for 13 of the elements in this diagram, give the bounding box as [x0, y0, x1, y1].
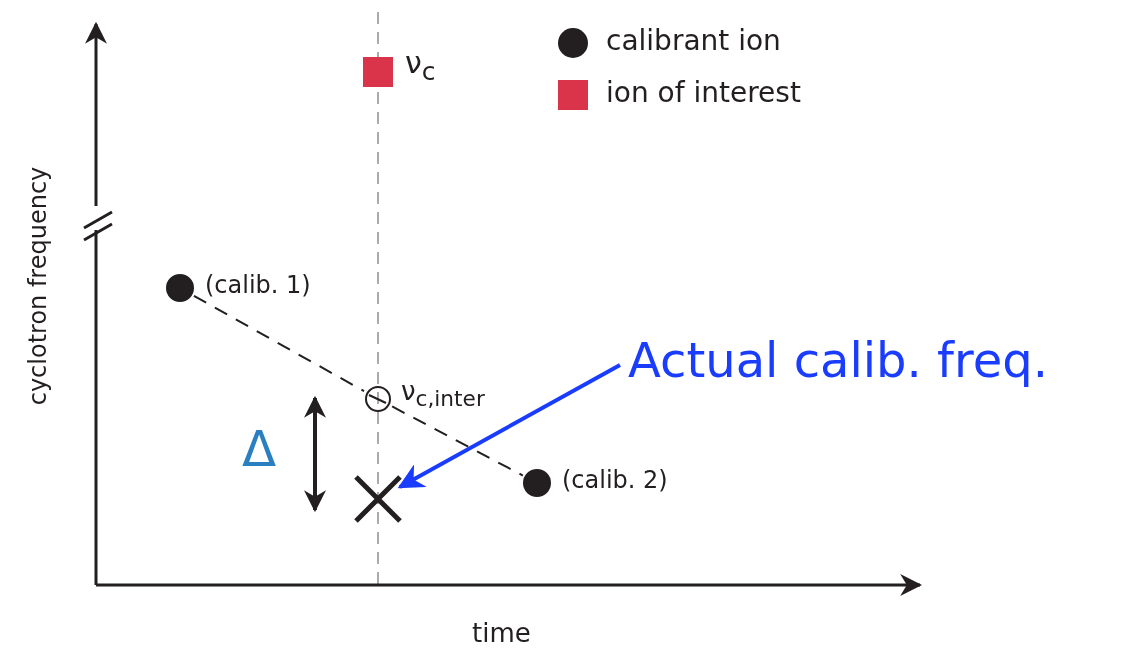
connector-line [192, 294, 366, 393]
point-label: (calib. 1) [205, 271, 311, 299]
connector-line [391, 405, 524, 477]
axis-title: time [472, 618, 531, 648]
point-label: (calib. 2) [562, 466, 668, 494]
delta-symbol: Δ [242, 420, 277, 478]
point-label: ν$_{c}$ [405, 45, 436, 86]
arrow [397, 363, 621, 489]
legend-label: ion of interest [606, 76, 801, 109]
callout-text: Actual calib. freq. [628, 332, 1048, 388]
legend-label: calibrant ion [606, 24, 781, 57]
axis-title: cyclotron frequency [24, 165, 52, 408]
point-label: ν$_{c,inter}$ [401, 376, 485, 412]
